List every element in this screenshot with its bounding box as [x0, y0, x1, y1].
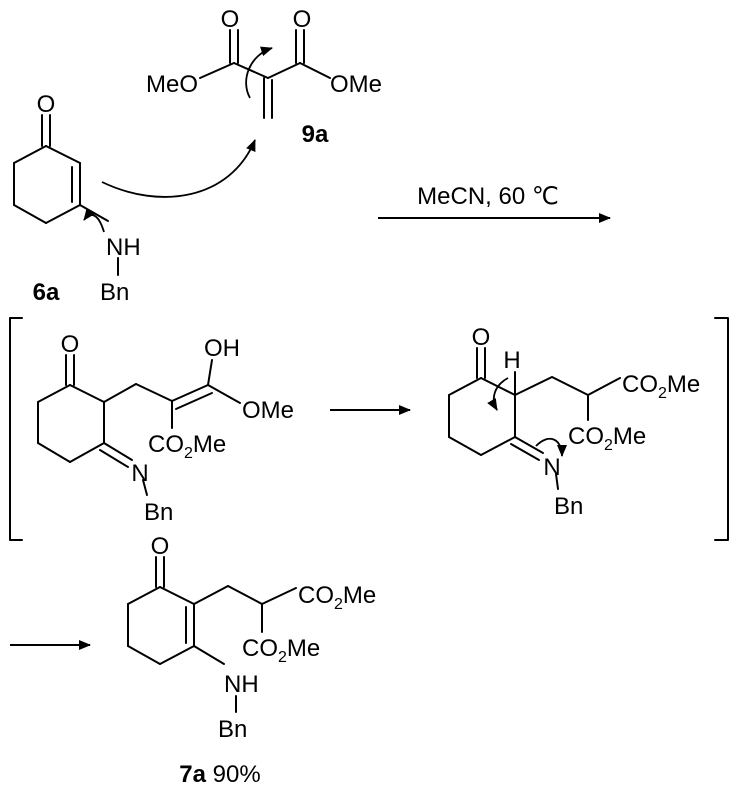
o-int2: O — [472, 324, 491, 351]
bn-int2: Bn — [554, 493, 583, 520]
nh-6a: NH — [106, 234, 141, 261]
reactant-9a: O O MeO OMe 9a — [146, 6, 382, 148]
ester-int1: CO2Me — [148, 431, 226, 462]
curly-arrow-attack — [101, 139, 256, 198]
curly-arrow-nh — [83, 208, 105, 233]
compound-label-6a: 6a — [33, 279, 60, 306]
compound-label-9a: 9a — [302, 121, 329, 148]
nh-7a: NH — [224, 671, 259, 698]
ome-label: OMe — [330, 71, 382, 98]
reaction-arrow-1: MeCN, 60 ℃ — [378, 183, 611, 223]
o-int1: O — [61, 331, 80, 358]
o-7a: O — [151, 533, 170, 560]
o-9a-left: O — [221, 6, 240, 33]
n-int1: N — [131, 460, 148, 487]
curly-arrow-h — [487, 377, 509, 411]
ester2-int2: CO2Me — [568, 423, 646, 454]
bn-7a: Bn — [218, 716, 247, 743]
n-int2: N — [543, 454, 560, 481]
meo-label: MeO — [146, 71, 198, 98]
product-label-7a: 7a 90% — [179, 761, 260, 788]
intermediate-2: O H CO2Me CO2Me N Bn — [448, 324, 700, 520]
ester1-7a: CO2Me — [298, 582, 376, 613]
ester2-7a: CO2Me — [242, 635, 320, 666]
ester1-int2: CO2Me — [622, 371, 700, 402]
reactant-6a: O NH Bn 6a — [13, 91, 256, 306]
curly-arrow-n — [535, 437, 567, 457]
product-7a: O CO2Me CO2Me NH Bn 7a 90% — [127, 533, 376, 788]
bracket-left — [9, 317, 23, 541]
bn-6a: Bn — [100, 279, 129, 306]
bracket-right — [714, 317, 729, 541]
o-9a-right: O — [293, 6, 312, 33]
intermediate-1: O OH OMe CO2Me N Bn — [37, 331, 294, 526]
bn-int1: Bn — [144, 499, 173, 526]
conditions-label: MeCN, 60 ℃ — [417, 183, 559, 210]
ome-int1: OMe — [242, 397, 294, 424]
oh-int1: OH — [204, 335, 240, 362]
o-6a: O — [37, 91, 56, 118]
h-int2: H — [503, 347, 520, 374]
curly-arrow-9a — [245, 46, 273, 99]
